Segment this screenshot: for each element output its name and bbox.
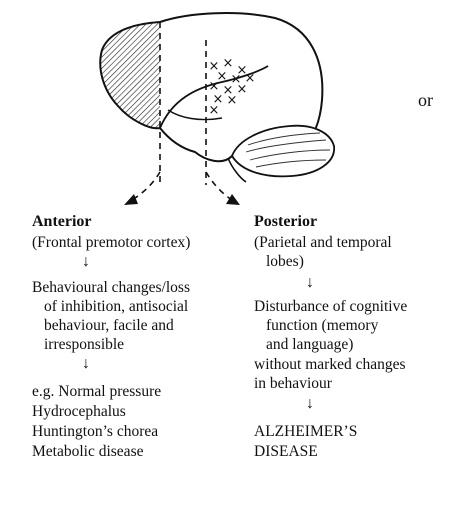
svg-text:×: × xyxy=(245,71,256,86)
posterior-region-line-1: (Parietal and temporal xyxy=(254,234,392,251)
anterior-example-4: Metabolic disease xyxy=(32,443,144,460)
posterior-arrow xyxy=(205,171,233,201)
posterior-effect-line-4: without marked changes xyxy=(254,356,406,373)
anterior-example-2: Hydrocephalus xyxy=(32,403,126,420)
cerebellum xyxy=(231,124,335,178)
svg-text:×: × xyxy=(223,56,234,71)
anterior-arrowhead xyxy=(124,194,138,205)
anterior-example-1: e.g. Normal pressure xyxy=(32,383,162,400)
svg-text:×: × xyxy=(209,103,220,118)
posterior-effect-line-3: and language) xyxy=(266,336,354,353)
posterior-down-arrow: ↓ xyxy=(306,274,314,291)
dashed-guides xyxy=(159,22,207,185)
svg-text:×: × xyxy=(237,82,248,97)
svg-text:×: × xyxy=(213,92,224,107)
brain-stem xyxy=(227,157,247,183)
posterior-effect-line-5: in behaviour xyxy=(254,375,332,392)
svg-text:×: × xyxy=(223,83,234,98)
posterior-region-line-2: lobes) xyxy=(266,253,304,270)
anterior-arrow xyxy=(131,171,161,201)
anterior-effect-line-2: of inhibition, antisocial xyxy=(44,298,189,315)
temporal-lobe-contour xyxy=(167,109,223,121)
anterior-region: (Frontal premotor cortex) xyxy=(32,234,191,251)
anterior-heading: Anterior xyxy=(32,213,92,230)
posterior-result-line-2: DISEASE xyxy=(254,443,318,460)
anterior-effect-line-3: behaviour, facile and xyxy=(44,317,174,334)
or-label: or xyxy=(418,90,433,110)
anterior-down-arrow: ↓ xyxy=(82,253,90,270)
posterior-arrowhead xyxy=(226,194,240,205)
brain-diagram: × × × × × × × × × × × × xyxy=(99,12,335,205)
anterior-example-3: Huntington’s chorea xyxy=(32,423,159,440)
posterior-down-arrow-2: ↓ xyxy=(306,395,314,412)
anterior-effect-line-1: Behavioural changes/loss xyxy=(32,279,190,296)
anterior-down-arrow-2: ↓ xyxy=(82,355,90,372)
posterior-lesion-marks: × × × × × × × × × × × × xyxy=(209,56,256,118)
posterior-effect-line-1: Disturbance of cognitive xyxy=(254,298,408,315)
lateral-fissure xyxy=(159,65,269,129)
svg-text:×: × xyxy=(209,59,220,74)
svg-text:×: × xyxy=(227,93,238,108)
posterior-effect-line-2: function (memory xyxy=(266,317,379,334)
svg-text:×: × xyxy=(237,63,248,78)
svg-text:×: × xyxy=(217,69,228,84)
anterior-effect-line-4: irresponsible xyxy=(44,336,125,353)
svg-text:×: × xyxy=(231,72,242,87)
cerebellum-folia xyxy=(245,132,331,168)
posterior-result-line-1: ALZHEIMER’S xyxy=(254,423,358,440)
posterior-heading: Posterior xyxy=(254,213,318,230)
svg-text:×: × xyxy=(209,79,220,94)
